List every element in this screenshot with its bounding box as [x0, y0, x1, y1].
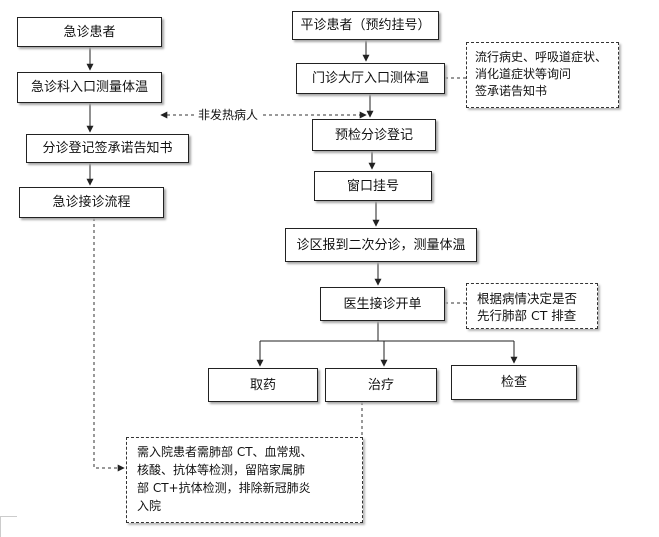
node-second-triage: 诊区报到二次分诊，测量体温: [285, 228, 477, 262]
page-corner-mark: [0, 516, 17, 537]
node-triage-sign: 分诊登记签承诺告知书: [26, 134, 189, 163]
node-window-reg: 窗口挂号: [314, 171, 432, 201]
node-emergency-temp: 急诊科入口测量体温: [17, 72, 162, 103]
node-treatment: 治疗: [325, 368, 437, 402]
node-pre-triage: 预检分诊登记: [312, 119, 436, 151]
note-ct-line-2: 先行肺部 CT 排查: [477, 308, 577, 323]
node-hall-temp: 门诊大厅入口测体温: [296, 63, 445, 94]
node-examination: 检查: [451, 365, 577, 400]
note-admission-line-1: 需入院患者需肺部 CT、血常规、: [137, 445, 313, 459]
node-emergency-process: 急诊接诊流程: [19, 187, 164, 218]
note-inquiry: 流行病史、呼吸道症状、 消化道症状等询问 签承诺告知书: [466, 42, 619, 108]
note-admission: 需入院患者需肺部 CT、血常规、 核酸、抗体等检测，留陪家属肺 部 CT+抗体检…: [126, 437, 363, 523]
edge-label-non-fever: 非发热病人: [195, 108, 262, 122]
node-medicine: 取药: [208, 368, 318, 402]
emergency-to-admission-connector: [93, 218, 125, 472]
note-admission-line-2: 核酸、抗体等检测，留陪家属肺: [137, 463, 306, 477]
note-admission-line-3: 部 CT+抗体检测，排除新冠肺炎: [137, 481, 311, 495]
note-inquiry-line-3: 签承诺告知书: [475, 84, 548, 98]
note-ct-line-1: 根据病情决定是否: [477, 291, 578, 306]
node-doctor-order: 医生接诊开单: [320, 287, 445, 321]
note-admission-line-4: 入院: [137, 499, 162, 513]
node-outpatient-patient: 平诊患者（预约挂号）: [292, 11, 439, 40]
note-inquiry-line-1: 流行病史、呼吸道症状、: [475, 50, 608, 64]
note-inquiry-line-2: 消化道症状等询问: [475, 67, 572, 81]
node-emergency-patient: 急诊患者: [17, 17, 162, 47]
note-ct-decision: 根据病情决定是否 先行肺部 CT 排查: [466, 283, 598, 329]
